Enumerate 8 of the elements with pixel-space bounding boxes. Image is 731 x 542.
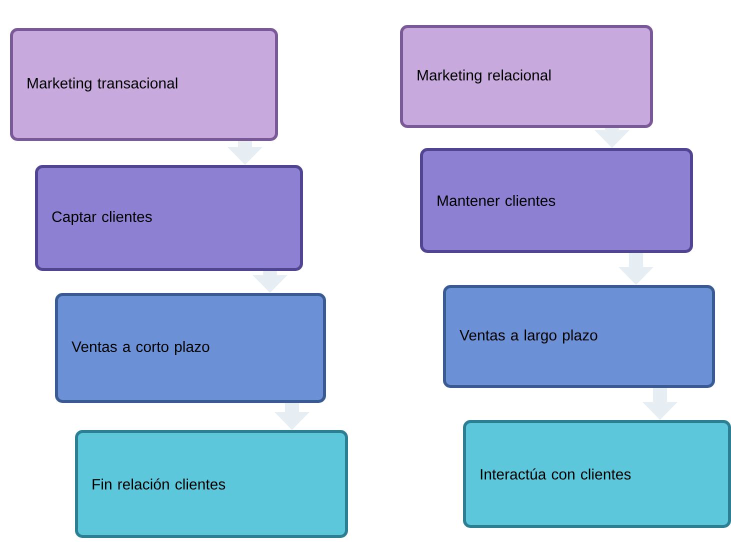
process-box: Ventas a largo plazo — [443, 285, 715, 388]
process-box: Captar clientes — [35, 165, 303, 271]
process-box: Interactúa con clientes — [463, 420, 731, 528]
process-box: Fin relación clientes — [75, 430, 348, 538]
process-box: Marketing transacional — [10, 28, 278, 141]
process-box: Marketing relacional — [400, 25, 653, 128]
process-box: Ventas a corto plazo — [55, 293, 326, 403]
process-box: Mantener clientes — [420, 148, 693, 253]
